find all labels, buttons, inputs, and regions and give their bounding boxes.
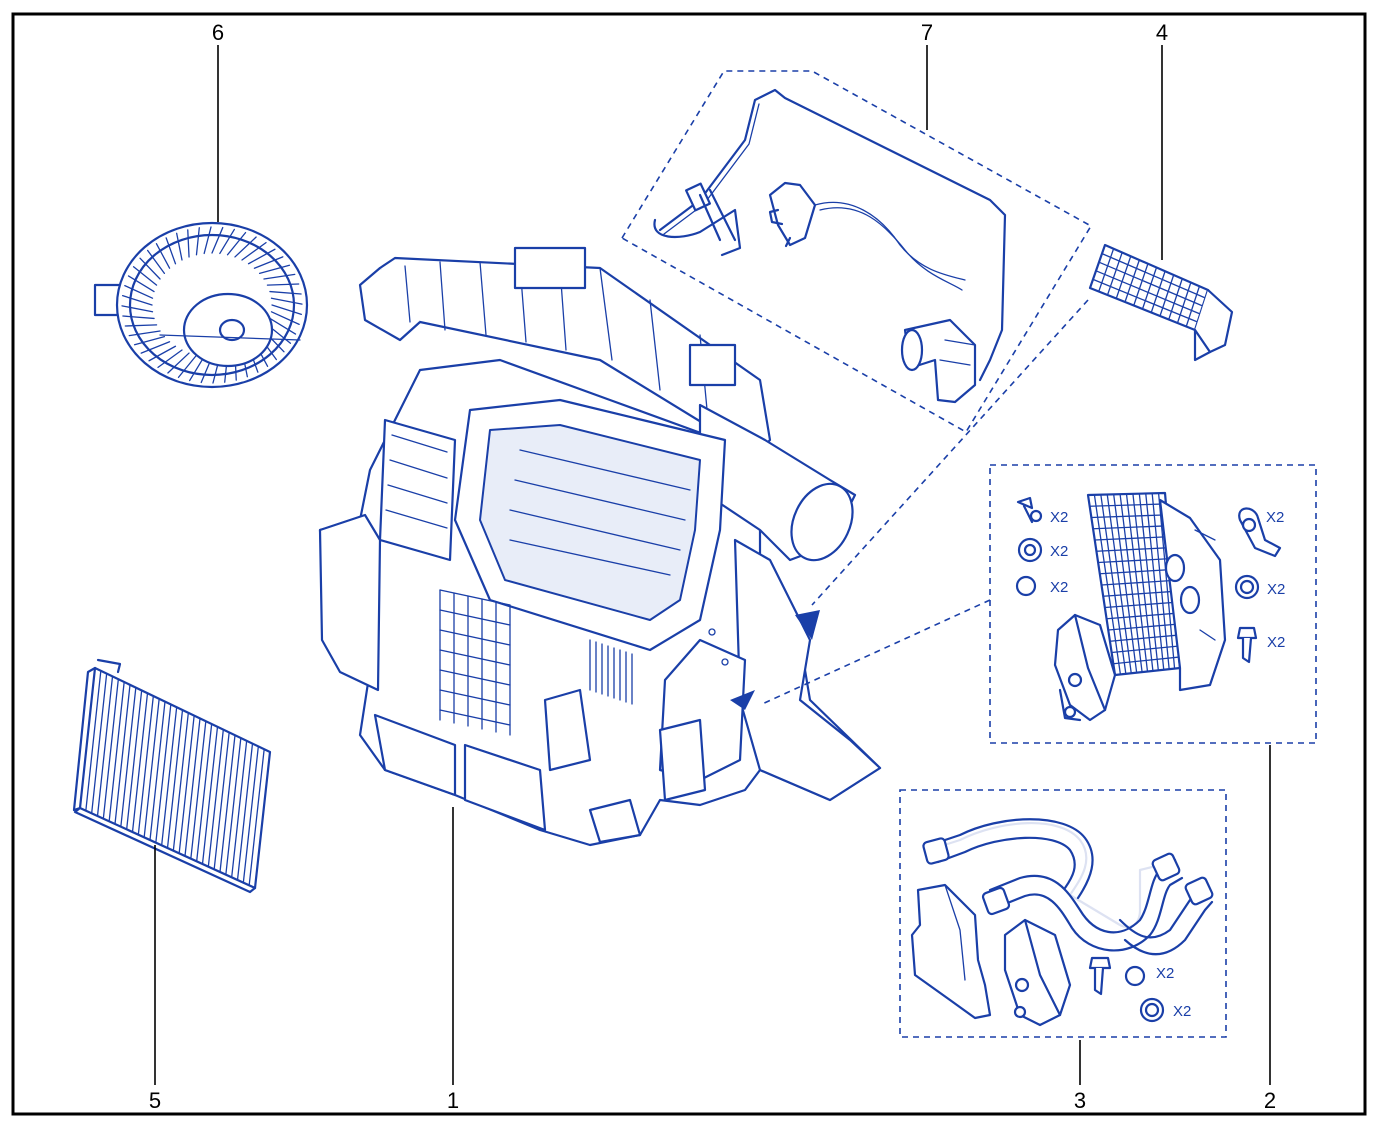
kit2-washer2-icon: [1234, 574, 1260, 600]
kit2-oring-qty: X2: [1050, 579, 1068, 596]
kit2-heater-core-icon: [1086, 491, 1227, 692]
kit3-pipes-icon: [922, 818, 1214, 956]
kit3-washer-icon: [1139, 997, 1165, 1023]
connector-2-to-1: [759, 599, 991, 706]
part-4-heater-element: [1088, 243, 1234, 362]
callout-7: 7: [921, 20, 933, 45]
diagram-frame: [11, 12, 1367, 1116]
part-3-pipe-kit: X2 X2: [899, 789, 1227, 1038]
kit-2-boundary: [989, 464, 1317, 744]
callout-5: 5: [149, 1088, 161, 1113]
kit3-bolt-icon: [1088, 956, 1112, 996]
kit3-oring-qty: X2: [1156, 965, 1174, 982]
kit-7-boundary: [620, 70, 1093, 434]
kit2-oring-icon: [1015, 575, 1037, 597]
callout-2: 2: [1264, 1088, 1276, 1113]
kit2-screw-icon: [1016, 496, 1043, 524]
part-1-hvac-housing: [318, 246, 882, 847]
callout-4: 4: [1156, 20, 1168, 45]
kit3-oring-icon: [1124, 965, 1146, 987]
kit3-actuator-icon: [1003, 918, 1072, 1027]
part-5-cabin-filter: [72, 658, 272, 894]
callout-1: 1: [447, 1088, 459, 1113]
kit2-bolt-qty: X2: [1267, 634, 1285, 651]
kit3-washer-qty: X2: [1173, 1003, 1191, 1020]
part-7-wiring-kit: [620, 70, 1093, 434]
kit2-clip-qty: X2: [1266, 509, 1284, 526]
kit2-washer-icon: [1017, 537, 1043, 563]
kit2-actuator-icon: [1053, 613, 1117, 722]
kit2-bolt-icon: [1236, 626, 1258, 664]
connector-4-to-1: [811, 299, 1089, 606]
callout-3: 3: [1074, 1088, 1086, 1113]
kit2-washer2-qty: X2: [1267, 581, 1285, 598]
part-2-heater-kit: X2 X2 X2: [989, 464, 1317, 744]
kit2-screw-qty: X2: [1050, 509, 1068, 526]
kit2-washer-qty: X2: [1050, 543, 1068, 560]
part-6-blower-fan: [93, 221, 309, 389]
kit3-bracket-icon: [910, 883, 992, 1020]
callout-6: 6: [212, 20, 224, 45]
kit2-clip-icon: [1238, 507, 1282, 558]
